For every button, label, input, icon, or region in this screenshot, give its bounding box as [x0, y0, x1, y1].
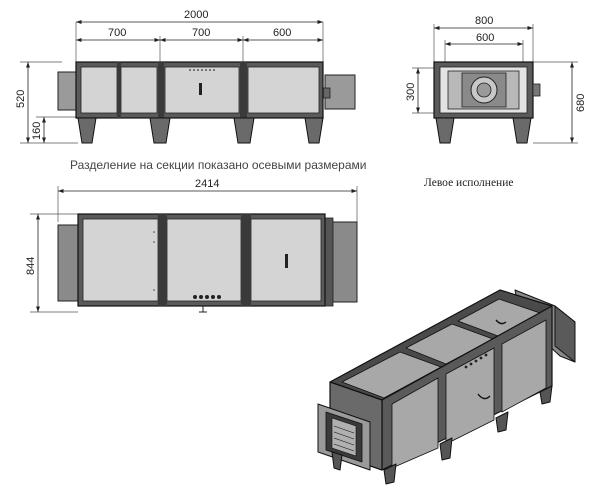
- dim-side-height: 680: [575, 94, 587, 112]
- section-note: Разделение на секции показано осевыми ра…: [70, 158, 367, 172]
- dim-leg-height: 160: [31, 122, 43, 140]
- dim-opening-height: 300: [405, 83, 417, 101]
- dim-section-2: 700: [192, 27, 210, 39]
- isometric-view: [317, 289, 576, 485]
- dim-height: 520: [15, 90, 27, 108]
- dim-top-total-width: 2414: [195, 178, 219, 190]
- side-view: 800 600 680 300: [405, 15, 587, 144]
- dim-inner-width: 600: [476, 32, 494, 44]
- dim-section-1: 700: [108, 27, 126, 39]
- left-version-caption: Левое исполнение: [424, 177, 514, 189]
- top-view: 2414 844: [25, 178, 358, 313]
- dim-depth: 844: [25, 257, 37, 275]
- front-view: 2000 700 700 600 520 160: [15, 9, 356, 144]
- dim-outer-width: 800: [475, 15, 493, 27]
- dim-section-3: 600: [273, 27, 291, 39]
- dim-total-width: 2000: [184, 9, 208, 21]
